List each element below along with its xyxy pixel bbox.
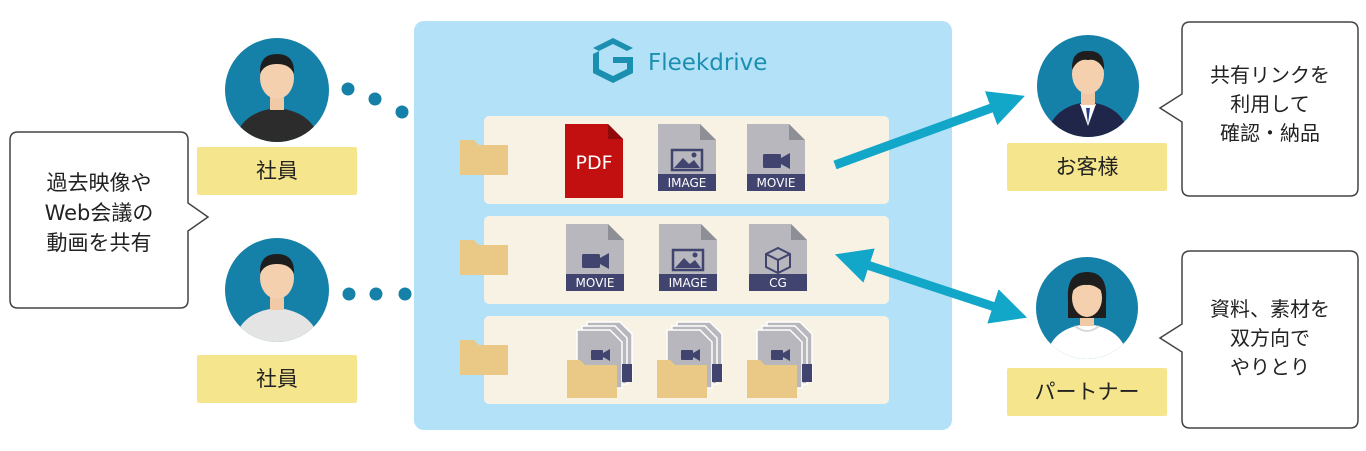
stacked-movie-folder-icon	[657, 321, 723, 398]
customer-bubble-line-2: 利用して	[1230, 92, 1309, 116]
fleekdrive-panel: Fleekdrive PDF IMAGE	[414, 21, 952, 430]
employee-1: 社員	[197, 38, 357, 195]
folder-icon	[460, 240, 508, 275]
partner-label: パートナー	[1035, 380, 1140, 404]
bidirectional-arrow	[834, 248, 1028, 324]
pdf-file-icon: PDF	[565, 124, 623, 198]
cg-file-icon: CG	[749, 224, 807, 291]
stacked-movie-folder-icon	[747, 321, 813, 398]
avatar	[1036, 257, 1138, 359]
avatar	[225, 238, 329, 342]
file-type-label: MOVIE	[757, 176, 796, 190]
image-file-icon: IMAGE	[659, 224, 717, 291]
left-bubble-line-1: 過去映像や	[47, 171, 152, 195]
avatar	[1037, 35, 1139, 137]
customer-bubble-line-3: 確認・納品	[1220, 121, 1320, 145]
customer-bubble-line-1: 共有リンクを	[1210, 63, 1330, 87]
folder-icon	[460, 140, 508, 175]
employee-label: 社員	[256, 159, 298, 183]
share-arrow	[833, 91, 1025, 170]
customer: お客様	[1007, 35, 1167, 191]
brand-name: Fleekdrive	[648, 50, 767, 76]
customer-speech-bubble: 共有リンクを 利用して 確認・納品	[1158, 21, 1359, 197]
avatar	[225, 38, 329, 142]
employee-label-box	[197, 355, 357, 403]
partner-bubble-line-3: やりとり	[1230, 355, 1310, 379]
file-type-label: CG	[769, 276, 787, 290]
fleekdrive-logo-icon	[593, 38, 633, 83]
customer-label: お客様	[1056, 155, 1119, 179]
left-bubble-line-3: 動画を共有	[47, 231, 152, 255]
left-speech-bubble: 過去映像や Web会議の 動画を共有	[9, 131, 210, 309]
partner-bubble-line-1: 資料、素材を	[1210, 297, 1330, 321]
partner-bubble-line-2: 双方向で	[1230, 326, 1310, 350]
cube-icon	[765, 246, 791, 275]
pdf-label: PDF	[575, 152, 612, 174]
left-bubble-line-2: Web会議の	[45, 201, 154, 225]
movie-file-icon: MOVIE	[747, 124, 805, 191]
folder-icon	[460, 340, 508, 375]
file-type-label: IMAGE	[668, 176, 707, 190]
employee-label: 社員	[256, 367, 298, 391]
stacked-movie-folder-icon	[567, 321, 633, 398]
movie-file-icon: MOVIE	[566, 224, 624, 291]
employee-label-box	[197, 147, 357, 195]
file-type-label: IMAGE	[669, 276, 708, 290]
customer-label-box	[1007, 143, 1167, 191]
partner-speech-bubble: 資料、素材を 双方向で やりとり	[1158, 250, 1359, 429]
image-file-icon: IMAGE	[658, 124, 716, 191]
partner: パートナー	[1007, 257, 1167, 416]
file-type-label: MOVIE	[576, 276, 615, 290]
partner-label-box	[1007, 368, 1167, 416]
employee-2: 社員	[197, 238, 357, 403]
